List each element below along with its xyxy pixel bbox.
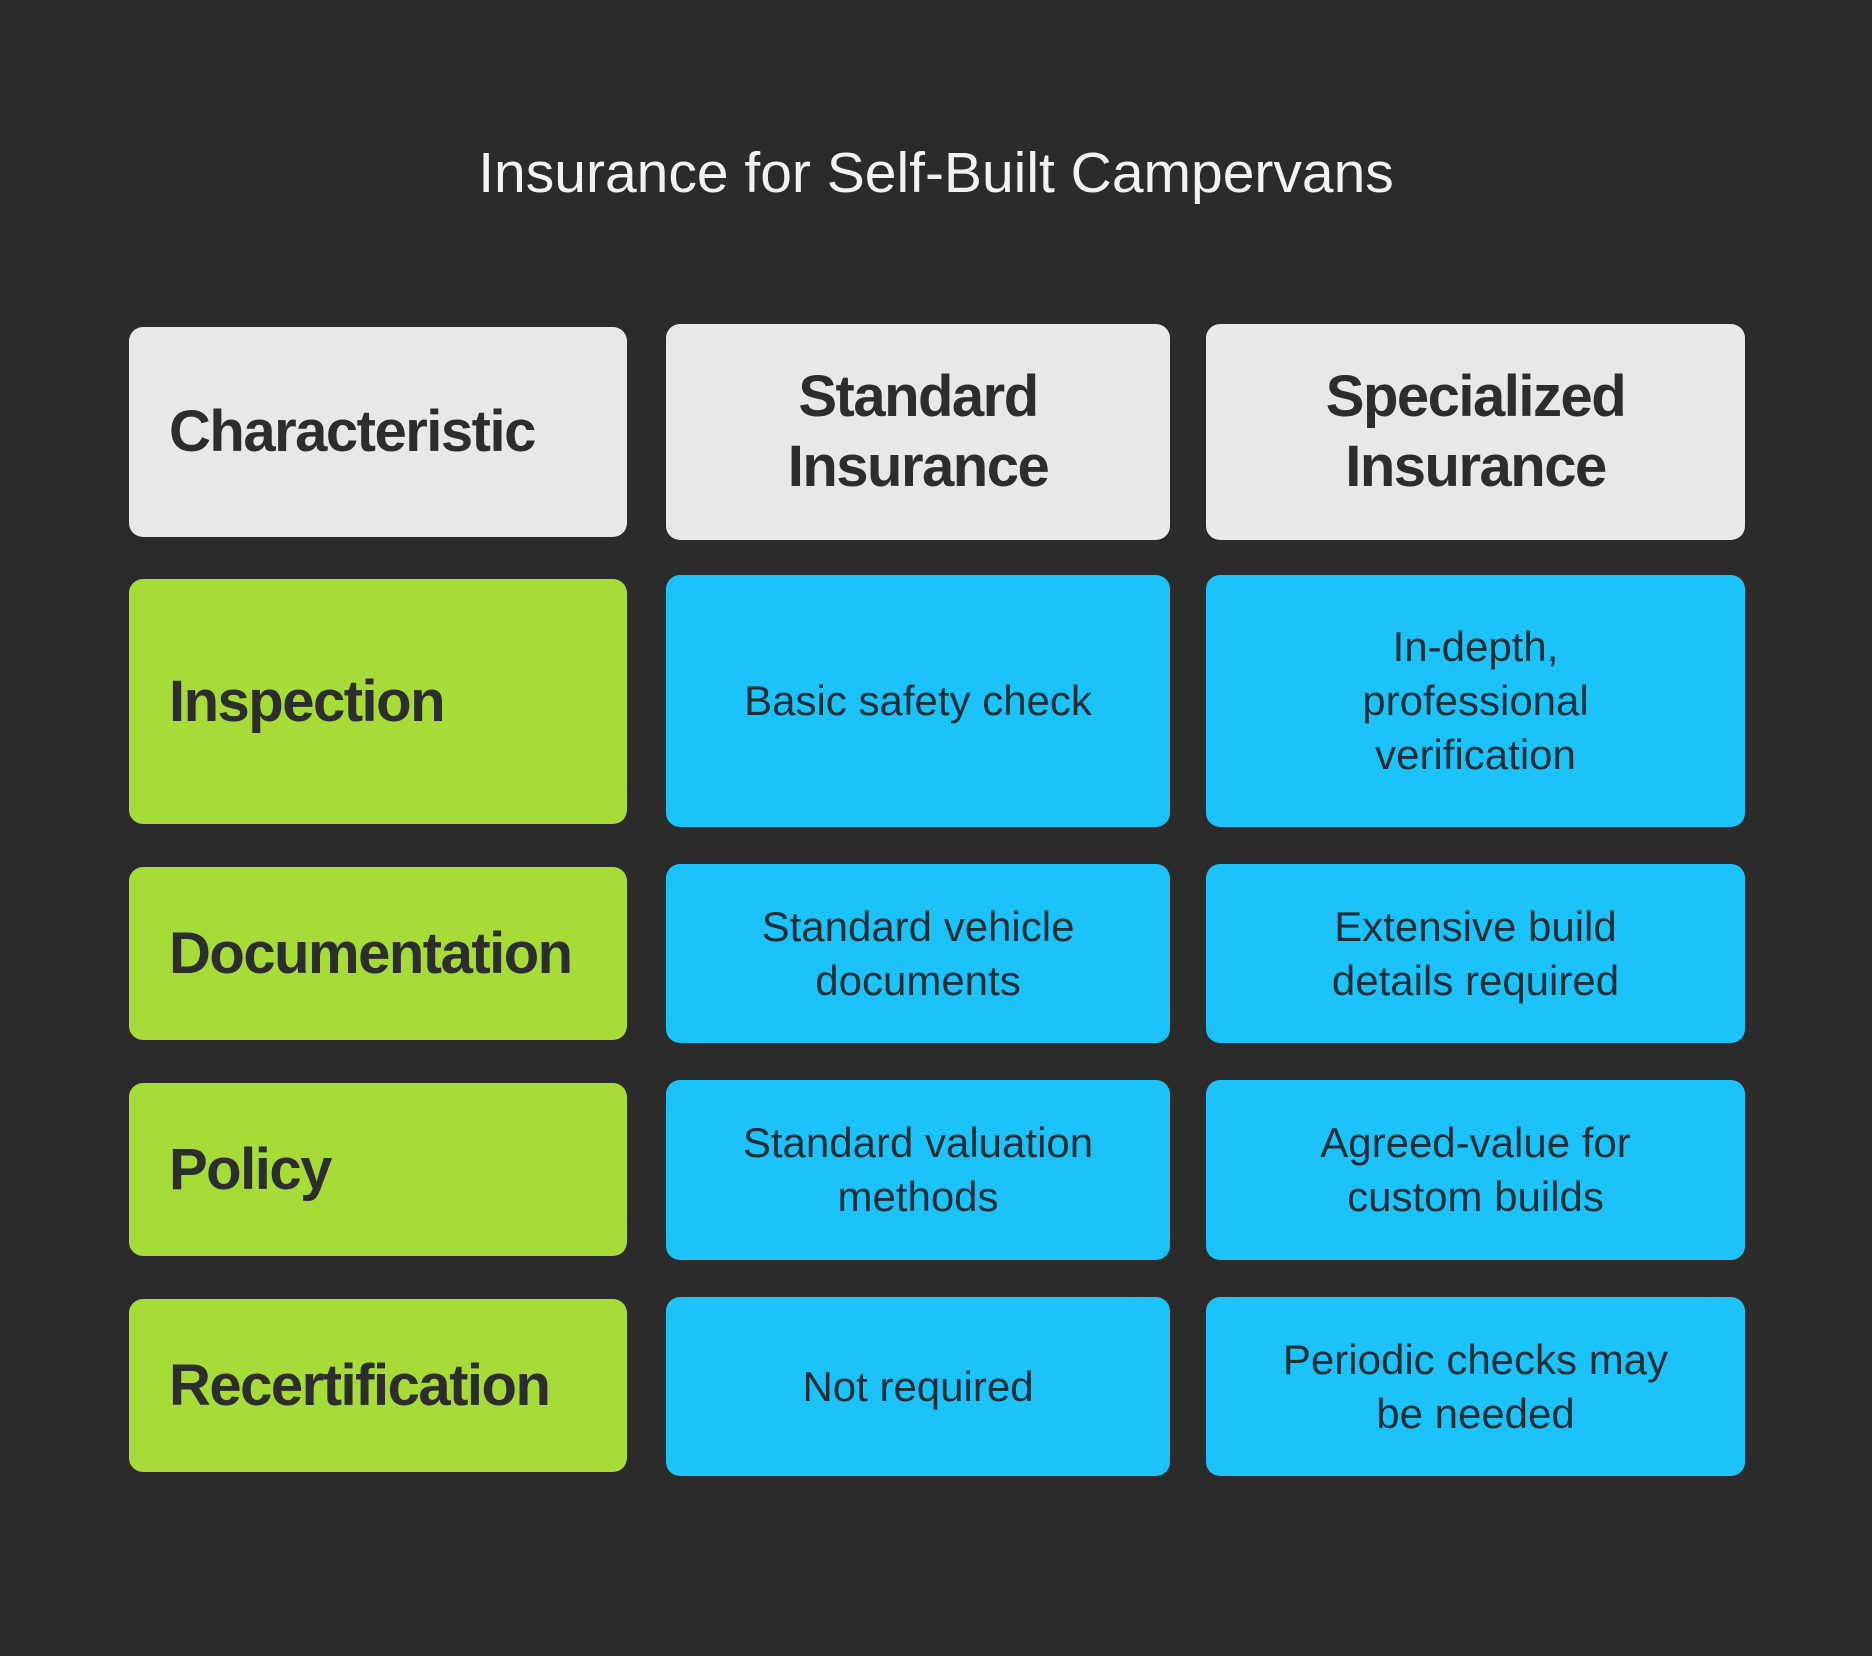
page-title: Insurance for Self-Built Campervans	[478, 141, 1394, 205]
row-label-policy: Policy	[129, 1083, 627, 1256]
cell-specialized-policy: Agreed-value for custom builds	[1206, 1080, 1745, 1260]
row-label-recertification: Recertification	[129, 1299, 627, 1472]
header-standard-insurance: Standard Insurance	[666, 324, 1170, 540]
cell-standard-documentation: Standard vehicle documents	[666, 864, 1170, 1043]
cell-standard-inspection: Basic safety check	[666, 575, 1170, 827]
cell-specialized-recertification: Periodic checks may be needed	[1206, 1297, 1745, 1476]
header-characteristic: Characteristic	[129, 327, 627, 537]
row-label-documentation: Documentation	[129, 867, 627, 1040]
cell-specialized-inspection: In-depth, professional verification	[1206, 575, 1745, 827]
cell-standard-policy: Standard valuation methods	[666, 1080, 1170, 1260]
cell-specialized-documentation: Extensive build details required	[1206, 864, 1745, 1043]
row-label-inspection: Inspection	[129, 579, 627, 824]
cell-standard-recertification: Not required	[666, 1297, 1170, 1476]
header-specialized-insurance: Specialized Insurance	[1206, 324, 1745, 540]
